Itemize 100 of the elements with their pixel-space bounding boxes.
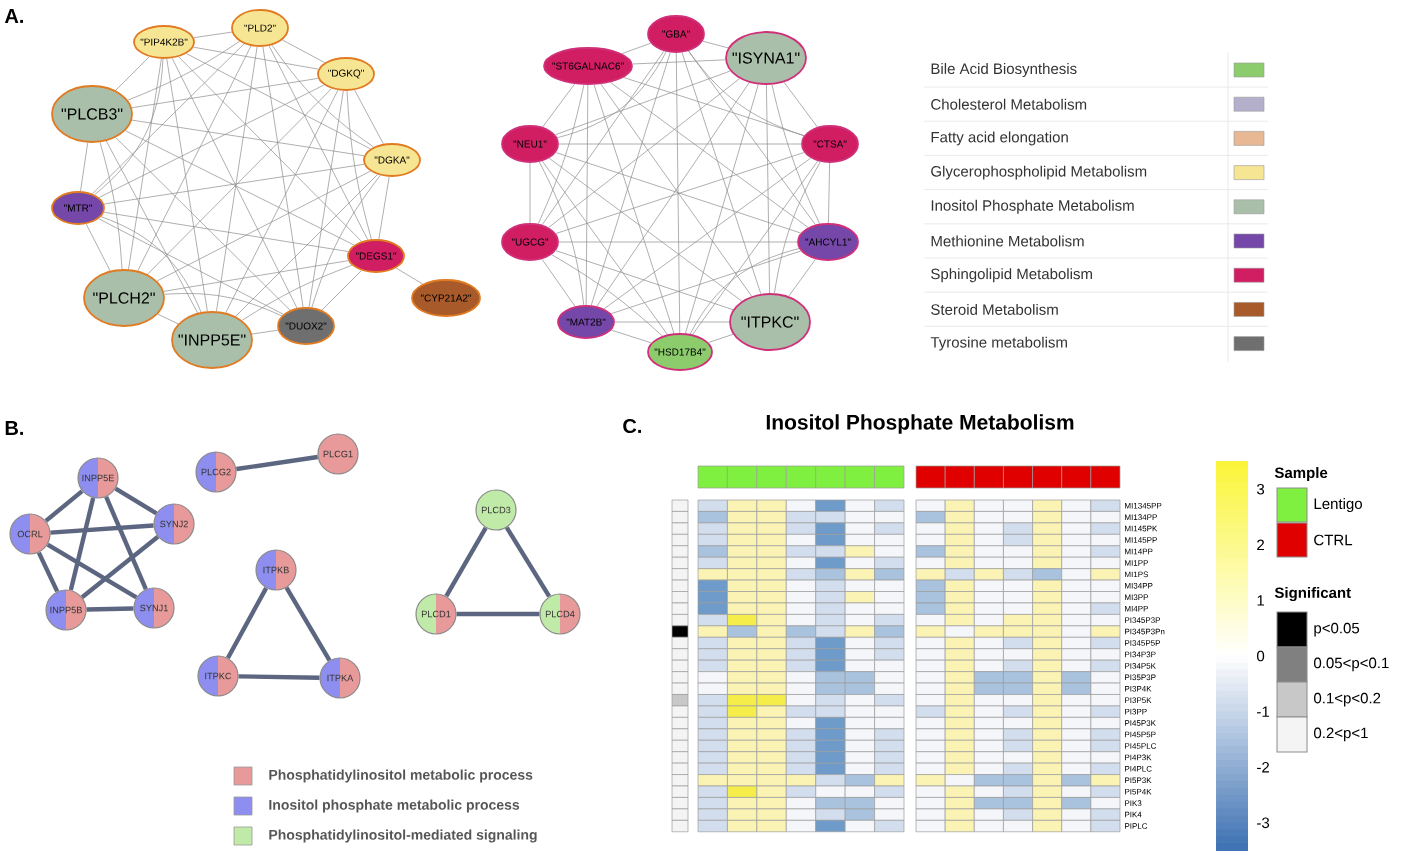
- connector-line: [85, 223, 111, 272]
- panel-label: A.: [4, 9, 23, 23]
- connector-line: [603, 157, 812, 310]
- connector-line: [702, 40, 729, 49]
- connector-line: [282, 39, 326, 63]
- connector-line: [692, 160, 819, 335]
- connector-line: [444, 526, 488, 598]
- connector-line: [115, 56, 150, 91]
- connector-line: [590, 52, 671, 306]
- connector-line: [558, 143, 802, 145]
- connector-line: [555, 250, 734, 311]
- connector-line: [80, 142, 89, 192]
- connector-line: [235, 174, 378, 317]
- connector-line: [542, 83, 575, 128]
- connector-line: [541, 50, 665, 226]
- panel-label: B.: [5, 421, 23, 435]
- connector-line: [529, 162, 531, 224]
- connector-line: [103, 163, 365, 205]
- connector-line: [542, 160, 668, 335]
- connector-line: [308, 90, 344, 308]
- connector-line: [115, 137, 291, 311]
- connector-line: [354, 89, 384, 145]
- connector-line: [99, 142, 123, 270]
- connector-line: [685, 84, 759, 334]
- connector-line: [268, 45, 369, 241]
- connector-line: [36, 551, 60, 593]
- connector-line: [251, 329, 279, 335]
- connector-line: [558, 241, 798, 243]
- connector-line: [788, 258, 816, 297]
- connector-line: [80, 535, 160, 599]
- connector-line: [156, 170, 371, 282]
- connector-line: [689, 248, 800, 335]
- connector-line: [614, 321, 730, 323]
- connector-line: [548, 78, 740, 228]
- connector-line: [193, 46, 319, 70]
- connector-line: [611, 329, 652, 344]
- connector-line: [262, 46, 304, 308]
- connector-line: [166, 58, 208, 312]
- connector-line: [68, 497, 96, 591]
- connector-line: [378, 176, 390, 240]
- connector-line: [271, 44, 374, 148]
- connector-line: [632, 59, 726, 65]
- connector-line: [103, 211, 349, 252]
- connector-line: [766, 84, 770, 294]
- connector-line: [346, 90, 372, 240]
- connector-line: [131, 119, 365, 157]
- connector-line: [114, 486, 158, 516]
- connector-line: [137, 45, 252, 272]
- ellipse-node: "ITPKC": [729, 293, 811, 351]
- connector-line: [92, 43, 245, 195]
- connector-line: [681, 52, 762, 295]
- connector-line: [537, 84, 585, 225]
- connector-line: [238, 674, 320, 680]
- connector-line: [127, 41, 240, 101]
- connector-line: [125, 130, 355, 246]
- connector-line: [774, 161, 821, 294]
- connector-line: [675, 52, 681, 334]
- ellipse-node: "INPP5E": [171, 311, 253, 369]
- connector-line: [610, 250, 802, 315]
- connector-line: [98, 84, 325, 198]
- connector-line: [171, 57, 298, 309]
- connector-line: [193, 31, 233, 38]
- connector-line: [164, 293, 283, 317]
- connector-line: [94, 58, 164, 196]
- connector-line: [131, 78, 319, 109]
- connector-line: [186, 53, 371, 150]
- connector-line: [284, 586, 332, 662]
- connector-line: [98, 218, 284, 315]
- connector-line: [46, 542, 138, 600]
- connector-line: [104, 496, 148, 590]
- connector-line: [241, 264, 353, 321]
- connector-line: [236, 454, 318, 472]
- connector-line: [688, 50, 816, 226]
- connector-line: [504, 526, 552, 598]
- connector-line: [548, 157, 743, 302]
- connector-line: [128, 58, 162, 270]
- connector-line: [395, 267, 423, 285]
- connector-line: [783, 81, 818, 128]
- connector-line: [610, 82, 809, 228]
- connector-line: [100, 216, 202, 313]
- connector-line: [771, 84, 821, 225]
- ellipse-node: "PLCB3": [51, 85, 133, 143]
- connector-line: [163, 260, 349, 292]
- connector-line: [456, 611, 540, 617]
- connector-line: [178, 56, 362, 242]
- connector-line: [593, 84, 675, 334]
- connector-line: [554, 70, 731, 136]
- connector-line: [225, 89, 339, 314]
- connector-line: [551, 254, 663, 337]
- connector-line: [708, 334, 734, 343]
- ellipse-node: "PLCH2": [83, 269, 165, 327]
- connector-line: [50, 523, 154, 535]
- connector-line: [541, 258, 576, 307]
- connector-line: [106, 140, 198, 314]
- ellipse-node: "ISYNA1": [725, 31, 807, 85]
- connector-line: [538, 161, 585, 306]
- connector-line: [623, 77, 805, 136]
- connector-line: [556, 51, 667, 139]
- connector-line: [157, 313, 179, 325]
- connector-line: [621, 42, 652, 54]
